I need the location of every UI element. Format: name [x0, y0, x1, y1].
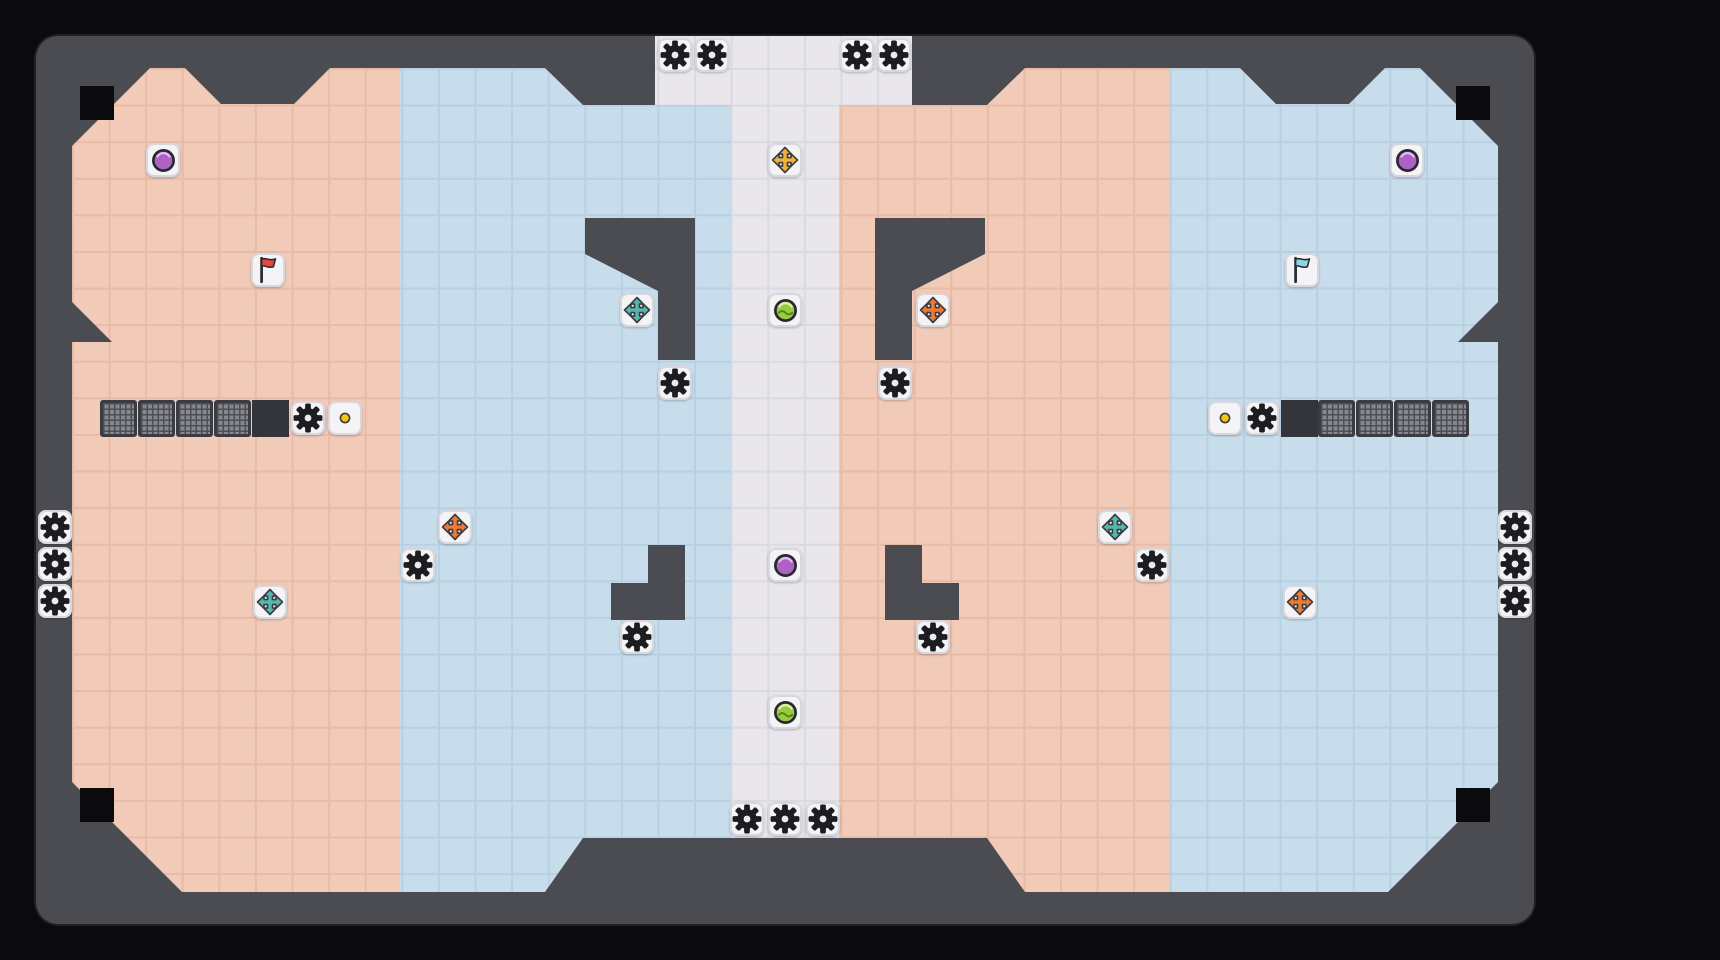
mesh-grate-tile [1356, 400, 1393, 437]
saw-gear [622, 622, 652, 652]
wall-hole [80, 86, 114, 120]
mesh-grate-tile [100, 400, 137, 437]
green-orb [772, 297, 799, 324]
saw-gear [732, 804, 762, 834]
saw-gear [1137, 550, 1167, 580]
teal-cross-pad [1100, 512, 1130, 542]
yellow-dot [1218, 411, 1232, 425]
yellow-dot [338, 411, 352, 425]
wall-hole [1456, 788, 1490, 822]
green-orb [772, 699, 799, 726]
gold-cross-pad [770, 145, 800, 175]
saw-gear [842, 40, 872, 70]
mesh-end-block-left [252, 400, 289, 437]
teal-cross-pad [622, 295, 652, 325]
saw-gear [40, 549, 70, 579]
saw-gear [808, 804, 838, 834]
mesh-grate-tile [1318, 400, 1355, 437]
purple-orb [772, 552, 799, 579]
saw-gear [697, 40, 727, 70]
mesh-grate-tile [1394, 400, 1431, 437]
saw-gear [1247, 403, 1277, 433]
saw-gear [1500, 549, 1530, 579]
wall-hole [80, 788, 114, 822]
saw-gear [1500, 512, 1530, 542]
wall-hole [1456, 86, 1490, 120]
floor-neutral-center-lane [731, 68, 839, 892]
saw-gear [660, 40, 690, 70]
saw-gear [293, 403, 323, 433]
floor-team-blue-outer-right [1170, 68, 1498, 892]
mesh-grate-tile [176, 400, 213, 437]
purple-orb [150, 147, 177, 174]
saw-gear [879, 40, 909, 70]
saw-gear [403, 550, 433, 580]
saw-gear [40, 512, 70, 542]
red-flag [252, 254, 284, 286]
saw-gear [660, 368, 690, 398]
mesh-grate-tile [214, 400, 251, 437]
mesh-end-block-right [1281, 400, 1318, 437]
floor-team-red-inner-right [839, 68, 1170, 892]
saw-gear [918, 622, 948, 652]
blue-flag [1286, 254, 1318, 286]
orange-cross-pad [918, 295, 948, 325]
mesh-grate-tile [138, 400, 175, 437]
top-passage-center [731, 36, 839, 70]
saw-gear [40, 586, 70, 616]
saw-gear [770, 804, 800, 834]
purple-orb [1394, 147, 1421, 174]
saw-gear [880, 368, 910, 398]
floor-team-blue-inner-left [400, 68, 731, 892]
teal-cross-pad [255, 587, 285, 617]
floor-team-red-outer-left [72, 68, 400, 892]
saw-gear [1500, 586, 1530, 616]
mesh-grate-tile [1432, 400, 1469, 437]
game-board [36, 36, 1534, 924]
orange-cross-pad [440, 512, 470, 542]
orange-cross-pad [1285, 587, 1315, 617]
